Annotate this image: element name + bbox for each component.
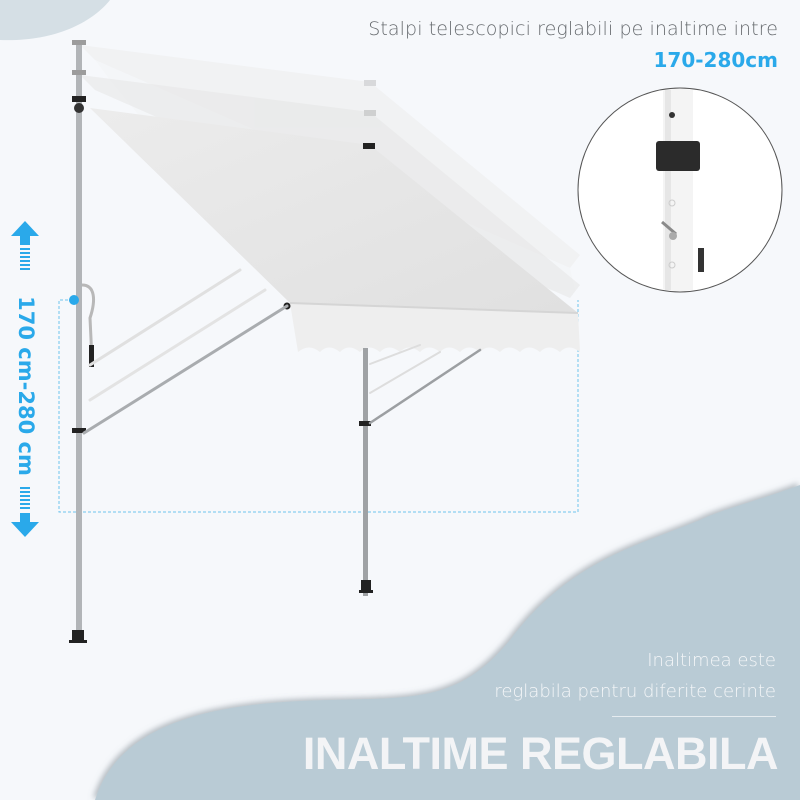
left-pole (69, 40, 96, 643)
arrow-up-icon (11, 221, 39, 270)
height-range-highlight: 170-280cm (653, 48, 779, 72)
height-indicator: 170 cm-280 cm (6, 280, 46, 492)
footer-divider (612, 716, 776, 717)
top-left-blob (0, 0, 110, 41)
footer-subtitle-line2: reglabila pentru diferite cerinte (494, 681, 776, 702)
height-indicator-label: 170 cm-280 cm (14, 296, 39, 476)
footer-subtitle-line1: Inaltimea este (647, 650, 776, 671)
dashed-guide (58, 299, 579, 513)
support-arms (82, 268, 482, 435)
footer-title: INALTIME REGLABILA (302, 728, 779, 779)
arrow-down-icon (11, 487, 39, 537)
wave-panel (95, 485, 800, 800)
right-pole (359, 348, 373, 596)
main-canopy (90, 108, 580, 352)
magnified-pole-detail (577, 87, 783, 293)
header-description: Stalpi telescopici reglabili pe inaltime… (368, 18, 778, 40)
